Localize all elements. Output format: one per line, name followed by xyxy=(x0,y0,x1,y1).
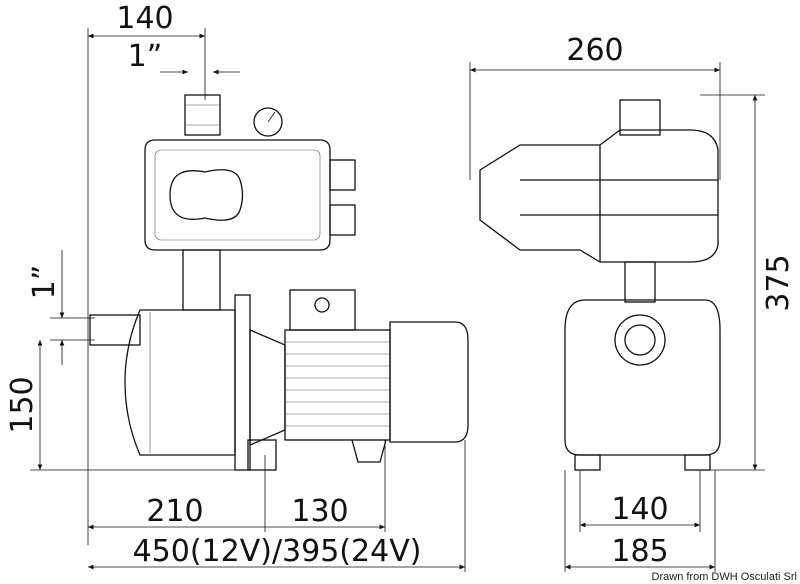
dim-top-thread-front: 1” xyxy=(128,39,163,74)
dim-inlet-height: 150 xyxy=(5,376,40,433)
pressure-gauge xyxy=(253,107,283,137)
extension-lines xyxy=(30,28,765,572)
motor xyxy=(284,329,391,441)
dim-top-width-front: 140 xyxy=(116,1,173,36)
dim-total-length: 450(12V)/395(24V) xyxy=(133,534,422,569)
dim-side-base-inner: 140 xyxy=(611,492,668,527)
dim-side-height: 375 xyxy=(761,254,796,311)
dim-bottom-right: 130 xyxy=(291,494,348,529)
outlet-fitting xyxy=(184,94,221,136)
dim-bottom-left: 210 xyxy=(146,494,203,529)
pump-side-view xyxy=(479,99,721,471)
dim-inlet-thread: 1” xyxy=(27,265,62,300)
pump-volute-side xyxy=(564,299,721,456)
pump-body xyxy=(124,309,236,456)
credit-text: Drawn from DWH Osculati Srl xyxy=(652,571,797,583)
terminal-box xyxy=(289,289,356,331)
motor-end-cap xyxy=(389,321,469,443)
dim-side-width: 260 xyxy=(566,33,623,68)
pump-front-view xyxy=(89,94,469,471)
inlet-fitting xyxy=(89,314,141,346)
controller-side xyxy=(479,129,719,263)
dim-side-base-outer: 185 xyxy=(611,534,668,569)
pressure-controller xyxy=(144,139,331,251)
dimension-lines xyxy=(37,33,758,570)
